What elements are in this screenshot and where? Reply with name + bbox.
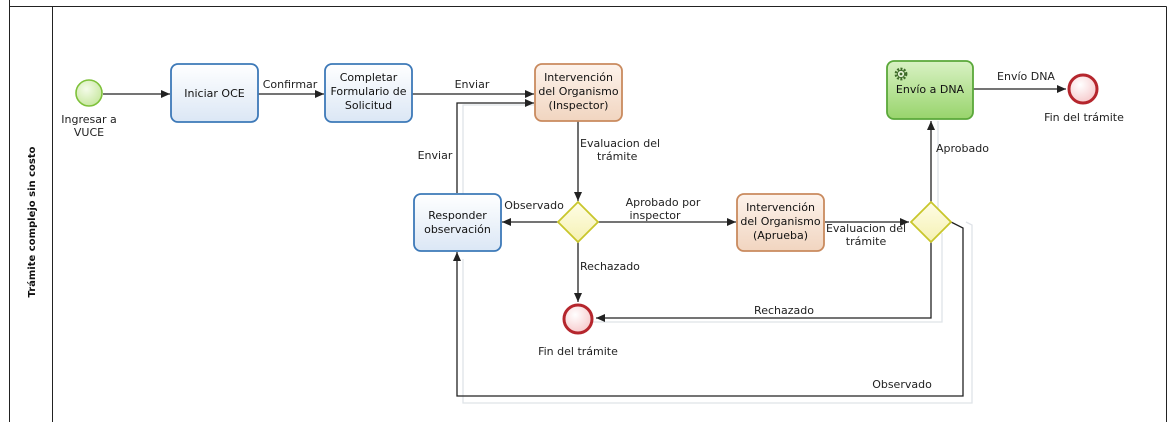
end-event-mid-label: Fin del trámite [538, 345, 618, 358]
label-evaluacion-2a: Evaluacion del [826, 222, 906, 235]
start-event-label-1: Ingresar a [61, 113, 116, 126]
label-evaluacion-1b: trámite [597, 150, 638, 163]
connector-shadows [462, 104, 973, 404]
task-envio-dna[interactable]: Envío a DNA [886, 60, 974, 120]
start-event[interactable] [75, 79, 103, 107]
label-rechazado-2: Rechazado [754, 304, 814, 317]
flow-rechazado-2 [596, 242, 932, 322]
pool: Trámite complejo sin costo [9, 0, 1167, 422]
label-enviar-top: Enviar [455, 78, 490, 91]
flow-responder-to-inspector [456, 99, 534, 193]
task-responder-line-2: observación [424, 223, 491, 236]
label-observado-1: Observado [504, 199, 564, 212]
flow-labels: Confirmar Enviar Enviar Evaluacion del t… [263, 70, 1056, 391]
task-aprueba-line-3: (Aprueba) [753, 229, 808, 242]
task-completar-line-3: Solicitud [345, 99, 392, 112]
gateway-evaluacion-aprueba[interactable] [909, 200, 953, 244]
start-event-label-2: VUCE [74, 126, 104, 139]
label-enviar-left: Enviar [418, 149, 453, 162]
task-aprueba-line-1: Intervención [746, 201, 815, 214]
gateway-evaluacion-inspector[interactable] [556, 200, 600, 244]
task-completar-line-2: Formulario de [330, 85, 406, 98]
flow-observado-2 [453, 221, 964, 397]
end-event-top-label: Fin del trámite [1044, 111, 1124, 124]
task-iniciar-oce[interactable]: Iniciar OCE [170, 63, 259, 123]
task-responder-line-1: Responder [428, 209, 487, 222]
label-aprobado: Aprobado [936, 142, 989, 155]
task-aprueba-line-2: del Organismo [740, 215, 820, 228]
task-inspector-line-3: (Inspector) [549, 99, 609, 112]
label-aprobado-inspector-b: inspector [629, 209, 681, 222]
gear-icon [894, 67, 908, 81]
task-inspector-line-2: del Organismo [538, 85, 618, 98]
label-observado-2: Observado [872, 378, 932, 391]
label-evaluacion-1a: Evaluacion del [580, 137, 660, 150]
task-iniciar-oce-label: Iniciar OCE [184, 87, 244, 100]
lane-label: Trámite complejo sin costo [26, 146, 38, 297]
task-inspector-line-1: Intervención [544, 71, 613, 84]
task-intervencion-aprueba[interactable]: Intervención del Organismo (Aprueba) [736, 193, 825, 252]
label-rechazado-1: Rechazado [580, 260, 640, 273]
task-intervencion-inspector[interactable]: Intervención del Organismo (Inspector) [534, 63, 623, 122]
sequence-flows [103, 85, 1066, 397]
task-completar-formulario[interactable]: Completar Formulario de Solicitud [324, 63, 413, 123]
task-completar-line-1: Completar [340, 71, 398, 84]
label-envio-dna: Envío DNA [997, 70, 1055, 83]
label-confirmar: Confirmar [263, 78, 318, 91]
end-event-mid[interactable] [562, 303, 594, 335]
task-envio-dna-label: Envío a DNA [896, 83, 965, 96]
task-responder-observacion[interactable]: Responder observación [413, 193, 502, 252]
end-event-top[interactable] [1067, 73, 1099, 105]
label-evaluacion-2b: trámite [846, 235, 887, 248]
label-aprobado-inspector-a: Aprobado por [626, 196, 701, 209]
